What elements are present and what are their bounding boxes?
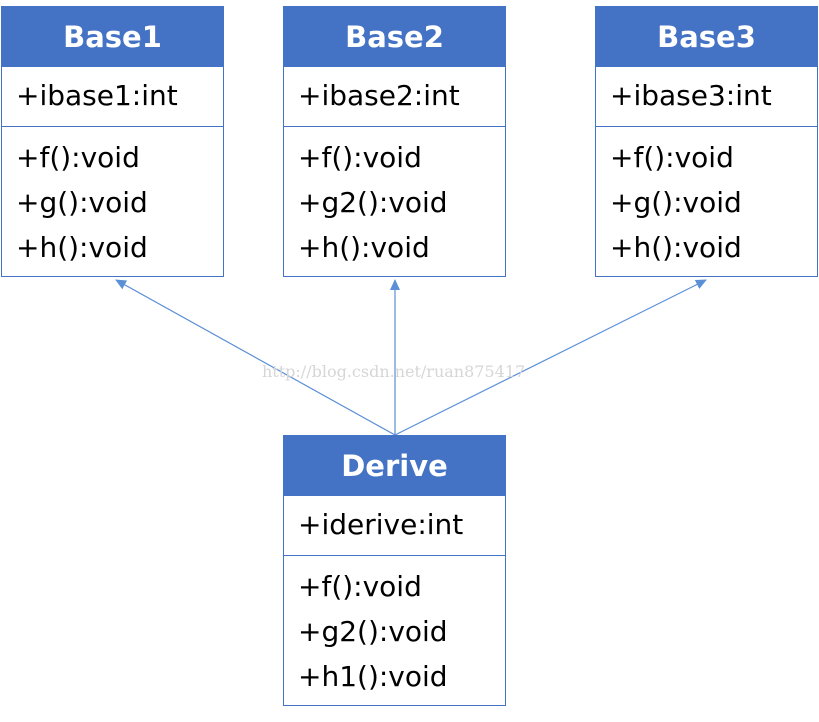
method-item: +h():void xyxy=(16,231,148,264)
method-item: +g():void xyxy=(610,186,742,219)
attribute-item: +ibase2:int xyxy=(298,79,460,112)
method-item: +h1():void xyxy=(298,660,448,693)
class-name-derive: Derive xyxy=(284,436,505,496)
method-item: +f():void xyxy=(298,570,422,603)
class-box-base2: Base2 +ibase2:int +f():void +g2():void +… xyxy=(283,6,506,277)
method-item: +h():void xyxy=(610,231,742,264)
method-item: +f():void xyxy=(610,141,734,174)
method-item: +f():void xyxy=(298,141,422,174)
attribute-item: +ibase1:int xyxy=(16,79,178,112)
method-item: +g():void xyxy=(16,186,148,219)
attribute-item: +ibase3:int xyxy=(610,79,772,112)
arrow-derive-to-base1 xyxy=(115,279,396,436)
attributes-base1: +ibase1:int xyxy=(2,67,223,127)
method-item: +g2():void xyxy=(298,186,448,219)
attributes-base3: +ibase3:int xyxy=(596,67,817,127)
class-box-base1: Base1 +ibase1:int +f():void +g():void +h… xyxy=(1,6,224,277)
method-item: +f():void xyxy=(16,141,140,174)
attributes-derive: +iderive:int xyxy=(284,496,505,556)
methods-base1: +f():void +g():void +h():void xyxy=(2,127,223,270)
class-box-derive: Derive +iderive:int +f():void +g2():void… xyxy=(283,435,506,706)
attribute-item: +iderive:int xyxy=(298,508,464,541)
method-item: +g2():void xyxy=(298,615,448,648)
class-name-base1: Base1 xyxy=(2,7,223,67)
class-name-base3: Base3 xyxy=(596,7,817,67)
arrow-derive-to-base3 xyxy=(394,279,707,436)
watermark-text: http://blog.csdn.net/ruan875417 xyxy=(262,362,526,381)
methods-derive: +f():void +g2():void +h1():void xyxy=(284,556,505,699)
method-item: +h():void xyxy=(298,231,430,264)
class-name-base2: Base2 xyxy=(284,7,505,67)
attributes-base2: +ibase2:int xyxy=(284,67,505,127)
methods-base3: +f():void +g():void +h():void xyxy=(596,127,817,270)
class-box-base3: Base3 +ibase3:int +f():void +g():void +h… xyxy=(595,6,818,277)
methods-base2: +f():void +g2():void +h():void xyxy=(284,127,505,270)
